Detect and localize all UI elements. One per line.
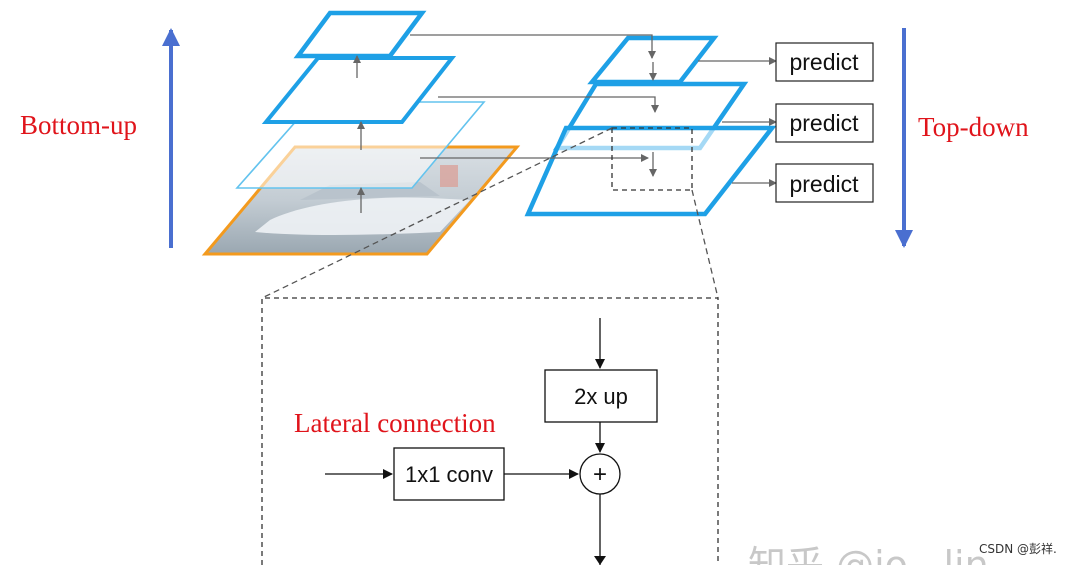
predict-label-3: predict	[789, 171, 859, 197]
predict-box-1: predict	[775, 42, 874, 82]
bottom-up-label: Bottom-up	[20, 110, 137, 140]
predict-box-2: predict	[775, 103, 874, 143]
watermark: 知乎 @jo...lin...	[748, 543, 1025, 565]
merge-symbol: +	[593, 461, 607, 488]
predict-box-3: predict	[775, 163, 874, 203]
lateral-arrow-top	[410, 34, 656, 59]
conv-box: 1x1 conv	[393, 447, 505, 501]
conv-label: 1x1 conv	[405, 462, 493, 487]
credit-label: CSDN @彭祥.	[979, 542, 1057, 556]
zoom-line-right	[691, 189, 719, 299]
predict-label-1: predict	[789, 49, 859, 75]
zoom-region	[611, 127, 693, 191]
zoom-line-left	[261, 127, 613, 299]
predict-label-2: predict	[789, 110, 859, 136]
upsample-box: 2x up	[544, 369, 658, 423]
merge-node: +	[579, 453, 621, 495]
top-down-label: Top-down	[918, 112, 1029, 142]
upsample-label: 2x up	[574, 384, 628, 409]
detail-panel	[261, 297, 719, 565]
output-arrowhead	[594, 556, 606, 565]
feature-level-3	[293, 10, 427, 59]
lateral-arrow-mid	[438, 96, 659, 113]
top-down-level-3	[524, 125, 777, 217]
lateral-connection-label: Lateral connection	[294, 408, 496, 438]
feature-level-2	[261, 56, 457, 124]
